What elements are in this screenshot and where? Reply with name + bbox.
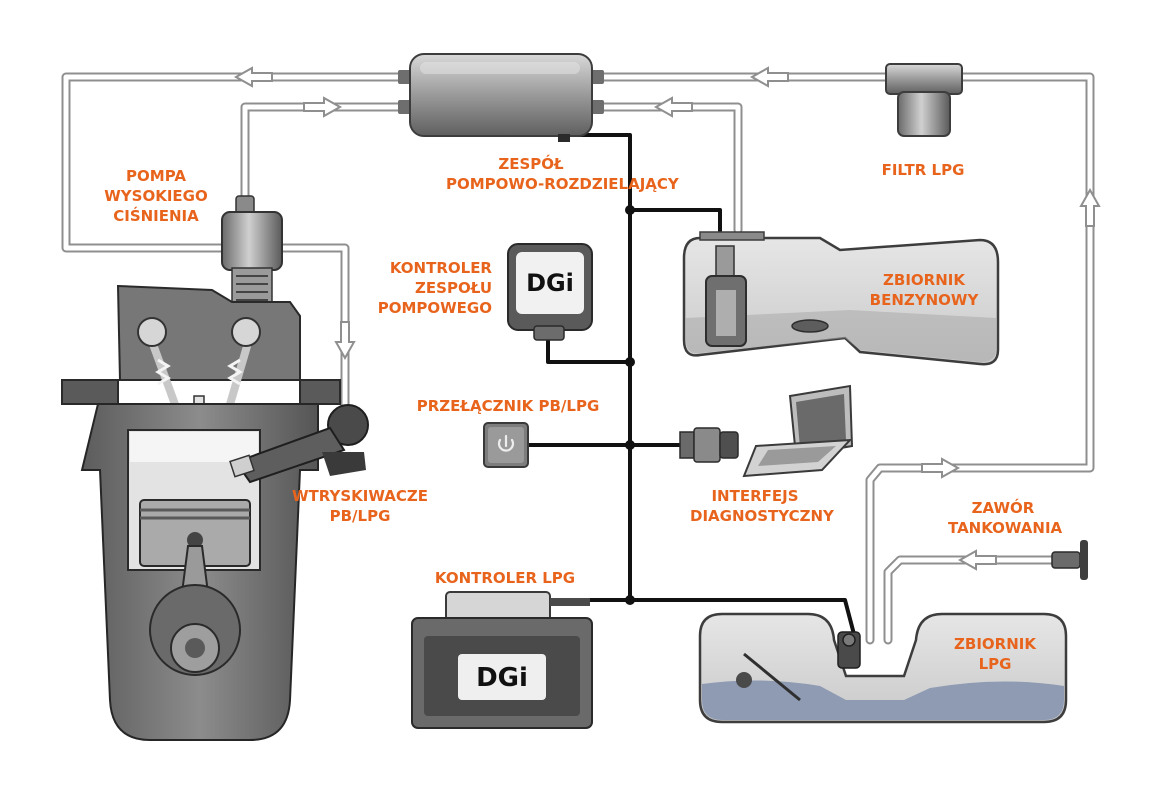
wiring xyxy=(520,135,855,638)
arrow-up-icon xyxy=(1081,190,1099,226)
label-pump-controller: KONTROLER ZESPOŁU POMPOWEGO xyxy=(372,258,492,318)
supply-pipe xyxy=(245,107,412,210)
label-filler-valve: ZAWÓR TANKOWANIA xyxy=(948,498,1058,538)
pump-distribution-unit xyxy=(398,54,604,142)
high-pressure-pump xyxy=(222,196,282,304)
lpg-controller: DGi xyxy=(412,592,592,728)
arrow-right-icon xyxy=(304,98,340,116)
label-lpg-controller: KONTROLER LPG xyxy=(430,568,580,588)
lpg-filter xyxy=(886,64,962,136)
diagnostic-connector xyxy=(680,428,738,462)
label-pb-lpg-switch: PRZEŁĄCZNIK PB/LPG xyxy=(410,396,606,416)
pump-controller: DGi xyxy=(508,244,592,340)
label-pump-unit: ZESPÓŁ POMPOWO-ROZDZIELAJĄCY xyxy=(446,154,616,194)
arrow-left-icon xyxy=(752,68,788,86)
arrow-left-icon xyxy=(236,68,272,86)
label-petrol-tank: ZBIORNIK BENZYNOWY xyxy=(864,270,984,310)
laptop-icon xyxy=(744,386,852,476)
filler-valve xyxy=(1052,540,1088,580)
dgi-logo: DGi xyxy=(476,663,528,693)
arrow-down-icon xyxy=(336,322,354,358)
label-high-pressure-pump: POMPA WYSOKIEGO CIŚNIENIA xyxy=(96,166,216,226)
arrow-left-icon xyxy=(656,98,692,116)
label-lpg-filter: FILTR LPG xyxy=(868,160,978,180)
dgi-logo: DGi xyxy=(526,269,574,297)
wire-main-bus xyxy=(565,135,630,600)
label-lpg-tank: ZBIORNIK LPG xyxy=(950,634,1040,674)
wire-pump-controller xyxy=(548,338,630,362)
arrow-left-icon xyxy=(960,551,996,569)
wire-petrol-pump xyxy=(630,210,720,232)
label-diagnostic-interface: INTERFEJS DIAGNOSTYCZNY xyxy=(690,486,820,526)
label-injectors: WTRYSKIWACZE PB/LPG xyxy=(290,486,430,526)
arrow-right-icon xyxy=(922,459,958,477)
pb-lpg-switch xyxy=(484,423,528,467)
